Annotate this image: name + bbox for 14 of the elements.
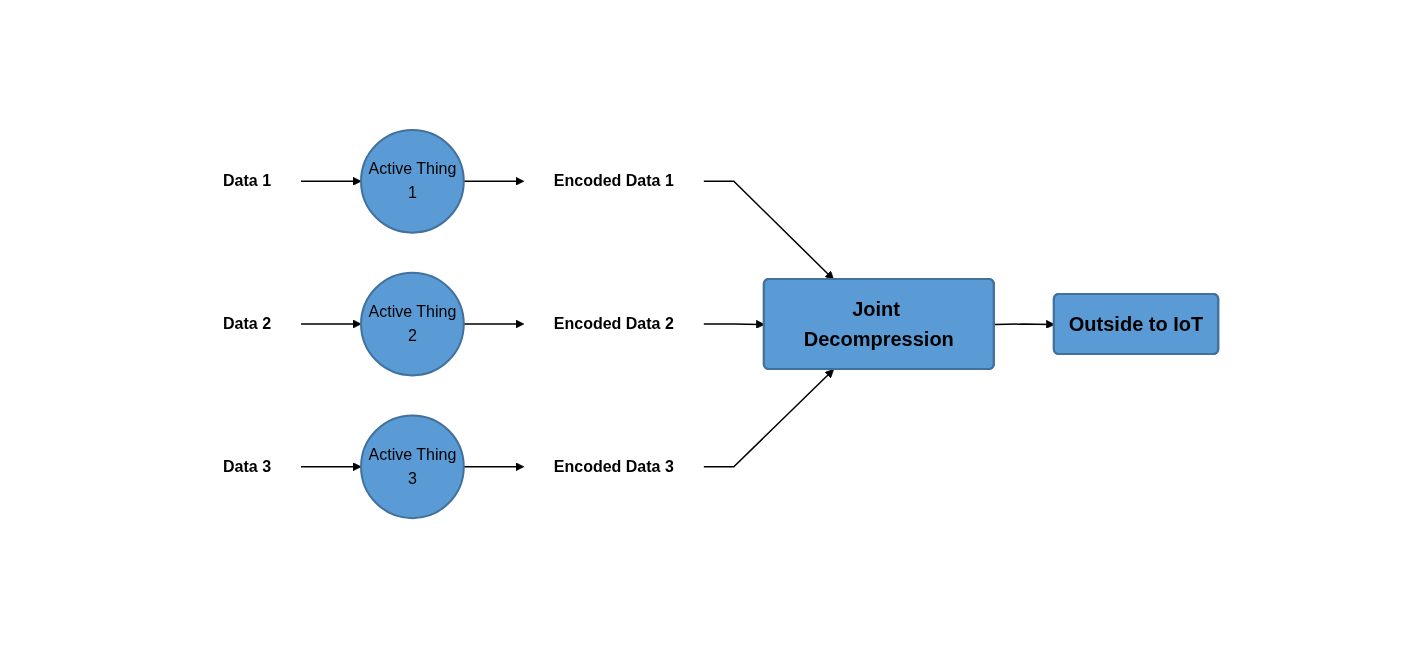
arrow: [702, 369, 834, 468]
node-circle: Active Thing 2: [359, 271, 465, 377]
node-circle: Active Thing 1: [359, 128, 465, 234]
node-text: Encoded Data 3: [553, 457, 674, 475]
arrow: [300, 319, 362, 329]
node-text: Data 1: [222, 172, 271, 190]
node-text: Encoded Data 1: [553, 172, 674, 190]
arrow: [702, 180, 834, 280]
arrow: [300, 462, 362, 472]
node-text: Encoded Data 2: [553, 315, 674, 332]
node-text: Data 3: [222, 457, 271, 475]
node-circle: Active Thing 3: [359, 414, 465, 520]
node-text: Data 2: [222, 315, 271, 332]
arrow: [300, 176, 362, 186]
